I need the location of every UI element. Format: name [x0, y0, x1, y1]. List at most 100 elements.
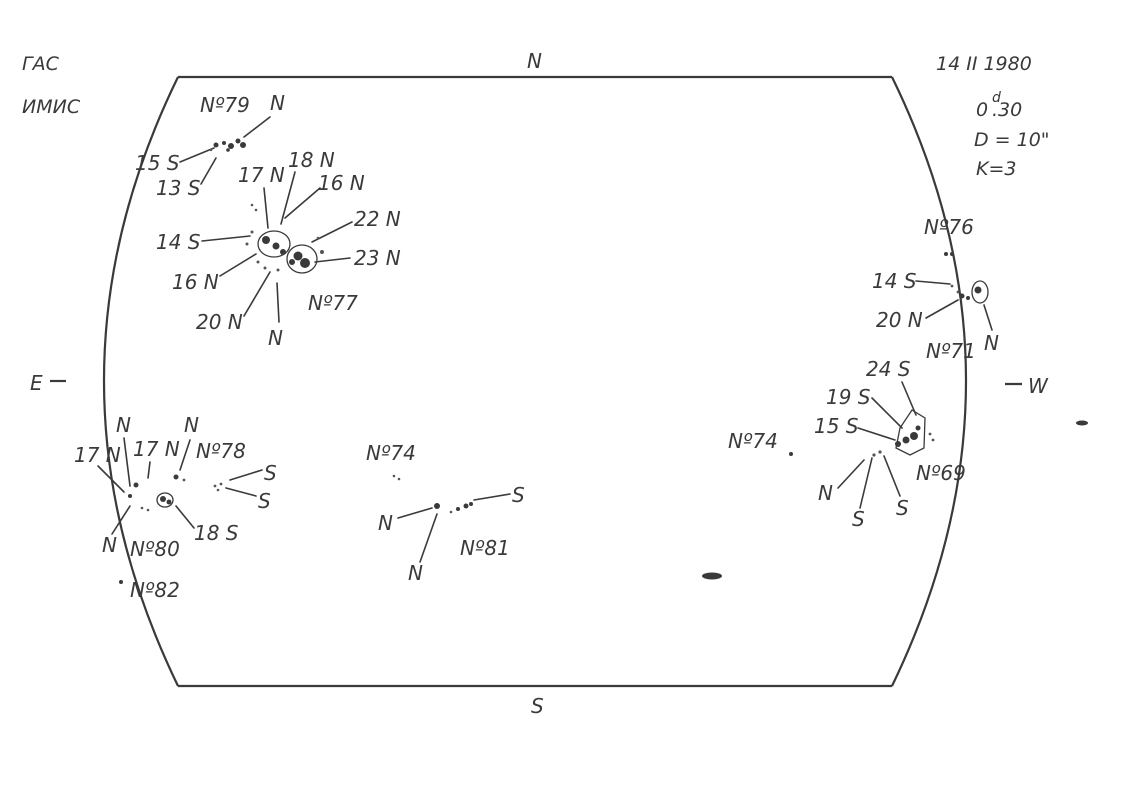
- ink-blot: [702, 572, 722, 580]
- pore: [209, 148, 213, 152]
- polarity-label: 20 N: [196, 310, 243, 334]
- polarity-label: S: [896, 496, 909, 520]
- sunspot: [280, 249, 286, 255]
- sunspot: [950, 252, 954, 256]
- sunspot: [974, 286, 982, 294]
- sunspot-group: [392, 474, 473, 514]
- polarity-label: S: [852, 507, 865, 531]
- observation-date: 14 II 1980: [936, 53, 1032, 75]
- pore: [263, 266, 267, 270]
- pore: [250, 230, 254, 234]
- pore: [219, 482, 223, 486]
- pore: [216, 488, 220, 492]
- pore: [449, 510, 453, 514]
- pore: [316, 236, 320, 240]
- region-number: Nº74: [728, 429, 778, 453]
- penumbra: [257, 230, 291, 258]
- sunspot: [789, 452, 793, 456]
- sunspot: [235, 138, 241, 144]
- region-77: 17 N 18 N 16 N 22 N 14 S 23 N 16 N 20 N …: [156, 148, 401, 350]
- sunspot: [966, 296, 970, 300]
- polarity-label: 17 N: [238, 163, 285, 187]
- leader-line: [147, 461, 151, 479]
- sunspot: [463, 503, 469, 509]
- leader-line: [97, 465, 125, 493]
- k-value: K=3: [976, 158, 1016, 180]
- region-76-71: Nº76 14 S 20 N N Nº71: [872, 215, 999, 363]
- region-74-west: Nº74: [728, 429, 793, 456]
- sunspot: [434, 503, 440, 509]
- leader-line: [314, 257, 351, 263]
- sunspot: [222, 141, 226, 145]
- disk-diameter: D = 10": [974, 129, 1050, 151]
- polarity-label: S: [264, 461, 277, 485]
- polarity-label: 20 N: [876, 308, 923, 332]
- region-79: Nº79 N 15 S 13 S: [135, 91, 285, 200]
- leader-line: [276, 282, 280, 323]
- pore: [956, 290, 960, 294]
- sunspot-group: [119, 474, 223, 584]
- polarity-label: 22 N: [354, 207, 401, 231]
- sunspot: [456, 507, 460, 511]
- sunspot: [910, 432, 918, 440]
- polarity-label: 17 N: [74, 443, 121, 467]
- sunspot: [895, 441, 901, 447]
- direction-north: N: [527, 49, 542, 73]
- sunspot: [944, 252, 948, 256]
- region-number: Nº78: [196, 439, 246, 463]
- penumbra: [971, 280, 989, 304]
- direction-east: E: [30, 371, 43, 395]
- polarity-label: N: [268, 326, 283, 350]
- penumbra: [895, 409, 926, 456]
- sunspot: [119, 580, 123, 584]
- penumbra: [286, 244, 318, 274]
- disk-frame: [50, 75, 1022, 688]
- pore: [213, 484, 217, 488]
- leader-line: [883, 455, 901, 497]
- frame-limb-west: [891, 76, 968, 687]
- polarity-label: N: [116, 413, 131, 437]
- polarity-label: 16 N: [172, 270, 219, 294]
- polarity-label: 16 N: [318, 171, 365, 195]
- leader-line: [983, 304, 993, 331]
- leader-line: [837, 459, 865, 489]
- polarity-label: 13 S: [156, 176, 201, 200]
- pore: [320, 250, 324, 254]
- time-fraction: .30: [992, 99, 1022, 121]
- polarity-label: S: [512, 483, 525, 507]
- direction-south: S: [531, 694, 544, 718]
- sunspot: [160, 496, 166, 502]
- leader-line: [280, 171, 296, 225]
- polarity-label: 18 N: [288, 148, 335, 172]
- pore: [245, 242, 249, 246]
- sunspot: [213, 142, 219, 148]
- polarity-label: S: [258, 489, 271, 513]
- leader-line: [901, 381, 917, 416]
- region-number: Nº77: [308, 291, 358, 315]
- leader-line: [123, 437, 131, 487]
- sunspot: [166, 499, 172, 505]
- polarity-label: 19 S: [826, 385, 871, 409]
- region-number: Nº69: [916, 461, 966, 485]
- sunspot: [128, 494, 132, 498]
- leader-line: [871, 397, 903, 429]
- pore: [931, 438, 935, 442]
- sunspot-group: [245, 203, 324, 274]
- leader-line: [111, 505, 131, 535]
- pore: [182, 478, 186, 482]
- sunspot-group: [209, 138, 246, 152]
- sunspot: [915, 425, 921, 431]
- sunspot: [289, 259, 295, 265]
- region-78-80: N N 17 N 17 N Nº78 S S N Nº80 18 S Nº82: [74, 413, 277, 602]
- pore: [878, 450, 882, 454]
- direction-west: W: [1028, 374, 1049, 398]
- observatory-line2: ИМИС: [22, 96, 81, 118]
- leader-line: [243, 116, 271, 138]
- sunspot: [226, 148, 230, 152]
- polarity-label: N: [408, 561, 423, 585]
- region-number: Nº80: [130, 537, 180, 561]
- polarity-label: 18 S: [194, 521, 239, 545]
- polarity-label: 23 N: [354, 246, 401, 270]
- sunspot: [272, 242, 280, 250]
